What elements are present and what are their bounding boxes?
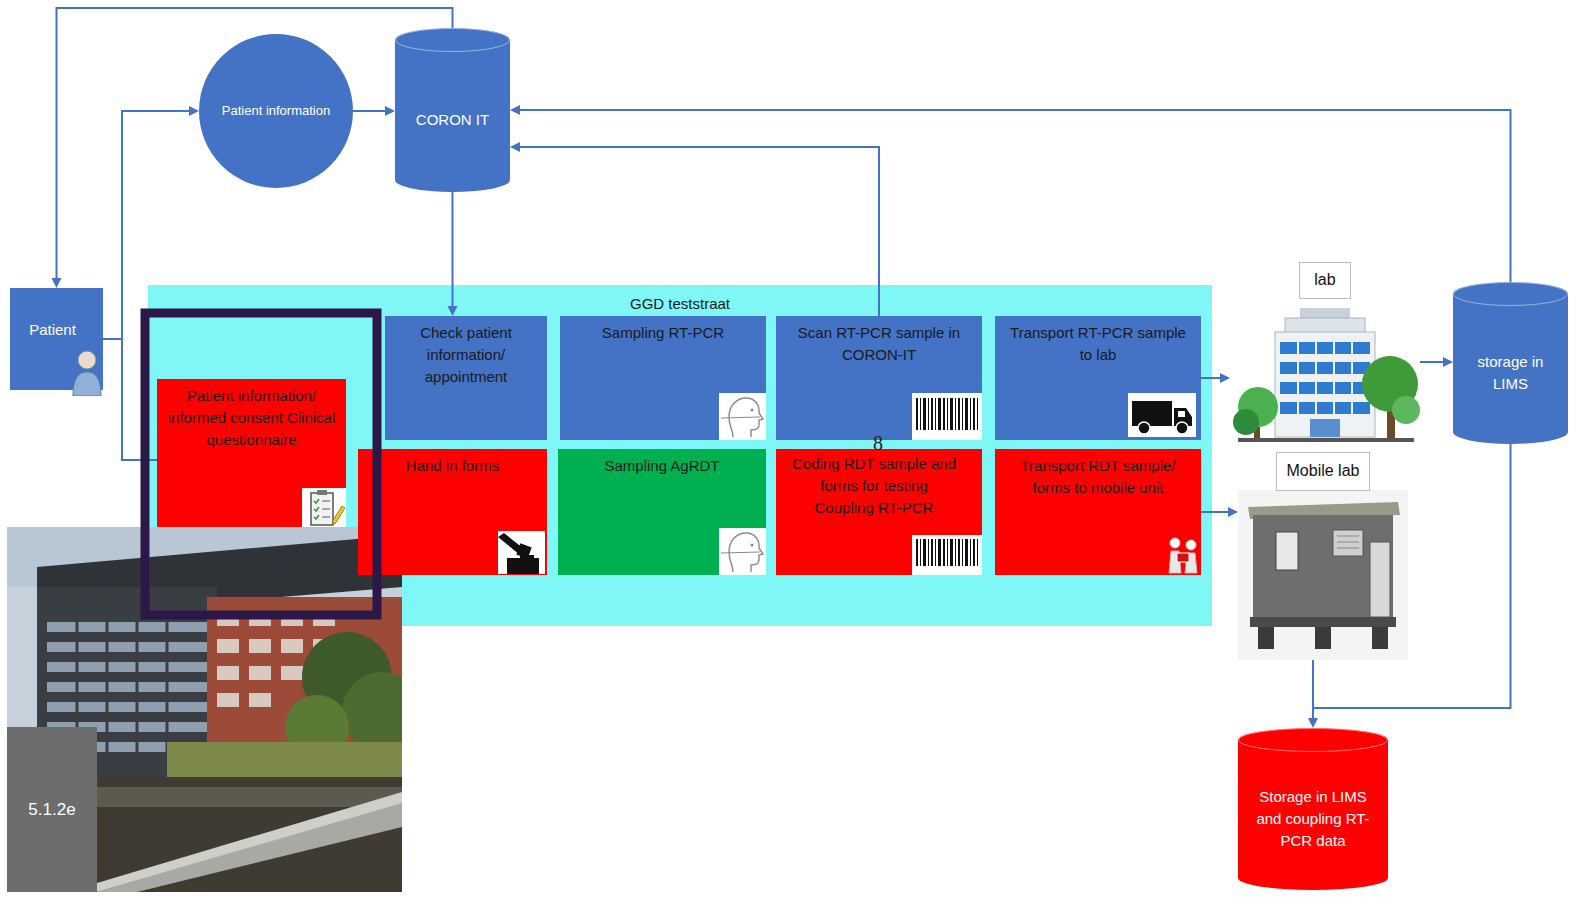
process-box: Patient information/ informed consent Cl… [157,379,346,527]
connector [52,8,453,288]
node-label: lab [1299,262,1350,299]
callout-number: 8 [873,432,883,455]
cylinder-shape [1238,728,1388,890]
node-label: Hand in forms [366,455,539,477]
connector [510,105,1511,282]
node-label: Patient information [207,102,345,121]
node-label: Transport RDT sample/ forms to mobile un… [1003,455,1193,499]
arrow-head [510,105,520,115]
people-icon [1165,535,1201,575]
clipboard-icon [302,488,346,527]
info-circle: Patient information [199,34,353,188]
process-box: Sampling RT-PCR [560,316,766,440]
arrow-head [189,106,199,116]
process-box: Check patient information/ appointment [385,316,547,440]
node-label: Patient information/ informed consent Cl… [165,385,338,450]
truck-icon [1128,393,1196,437]
database-cylinder: CORON IT [395,28,510,192]
connector-line [1201,377,1222,379]
node-label: Storage in LIMS and coupling RT-PCR data [1248,786,1378,851]
process-box: Transport RT-PCR sample to lab [995,316,1201,440]
arrow-head [52,278,62,288]
connector-line [452,192,454,308]
connector [353,106,395,116]
node-label: storage in LIMS [1461,351,1560,395]
arrow-head [1443,357,1453,367]
connector-line [1201,511,1230,513]
connector-line [518,110,1511,282]
node-label: Sampling RT-PCR [568,322,758,344]
person-icon [71,346,103,396]
node-label: Mobile lab [1276,452,1371,491]
arrow-head [1228,507,1238,517]
connector-line [1420,361,1445,363]
node-label: Check patient information/ appointment [393,322,539,387]
arrow-head [1220,373,1230,383]
cylinder-shape [395,28,510,192]
swab-face-icon [719,528,766,575]
database-cylinder: Storage in LIMS and coupling RT-PCR data [1238,728,1388,890]
connector-line [57,8,453,280]
node-label: Sampling AgRDT [566,455,758,477]
mobile-lab-node: Mobile lab [1238,452,1408,660]
process-band: GGD teststraat Patient information/ info… [148,285,1212,626]
process-box: Sampling AgRDT [558,449,766,575]
process-box: Transport RDT sample/ forms to mobile un… [995,449,1201,575]
node-label: Patient [14,319,91,341]
photo-reference-label: 5.1.2e [7,727,97,892]
database-cylinder: storage in LIMS [1453,282,1568,444]
swab-face-icon [719,393,766,440]
connector-line [353,110,387,112]
node-label: Coding RDT sample and forms for testing … [790,453,958,518]
process-box: Coding RDT sample and forms for testing … [776,449,982,575]
node-label: Transport RT-PCR sample to lab [1003,322,1193,366]
node-label: CORON IT [401,109,504,131]
band-title: GGD teststraat [148,293,1212,315]
process-box: Scan RT-PCR sample in CORON-IT [776,316,982,440]
node-label: Scan RT-PCR sample in CORON-IT [784,322,974,366]
barcode-icon [912,535,982,575]
ballot-box-icon [498,531,545,574]
arrow-head [385,106,395,116]
barcode-icon [912,393,982,440]
process-box: Hand in forms [358,449,547,575]
arrow-head [510,142,520,152]
connector [1420,357,1453,367]
lab-node: lab [1230,262,1420,452]
arrow-head [1308,718,1318,728]
actor-box: Patient [10,288,103,390]
